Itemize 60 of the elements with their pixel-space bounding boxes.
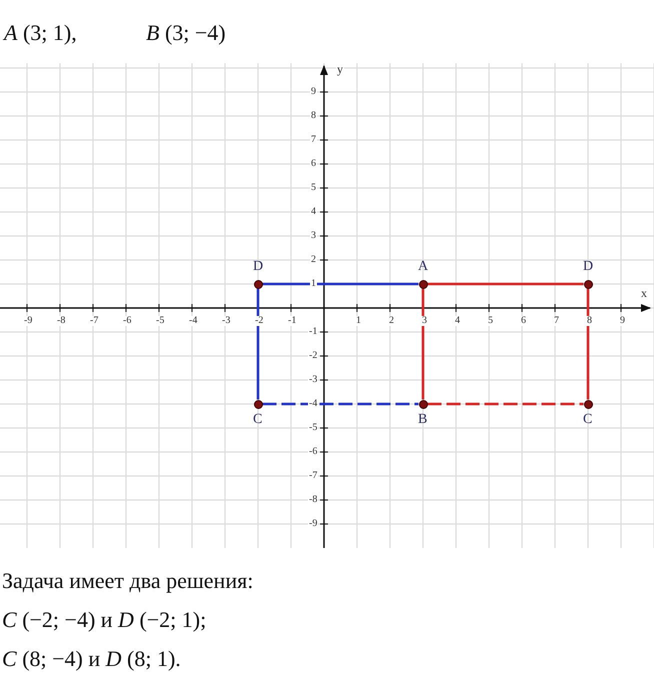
rectangle-side	[586, 288, 590, 400]
point-label: C	[253, 413, 262, 427]
coordinates-text: B (3; −4)	[146, 20, 226, 46]
point-label: C	[583, 413, 592, 427]
tick-label: -6	[122, 316, 132, 326]
point-marker	[584, 280, 592, 288]
tick-label: -2	[308, 351, 318, 361]
tick-label: -4	[188, 316, 198, 326]
rectangle-side	[428, 402, 584, 406]
tick-label: -9	[23, 316, 34, 326]
point-label: D	[253, 260, 264, 274]
tick-label: -2	[254, 316, 264, 326]
tick-label: -5	[155, 316, 166, 326]
rectangle-side	[262, 402, 418, 406]
tick-label: 8	[310, 111, 317, 121]
tick-label: 4	[310, 207, 317, 217]
tick-label: 8	[586, 316, 593, 326]
tick-label: 5	[487, 316, 494, 326]
solution-text: C (−2; −4) и D (−2; 1);	[2, 607, 206, 633]
tick-label: 6	[310, 159, 317, 169]
tick-label: 9	[619, 316, 626, 326]
tick-label: 9	[310, 87, 317, 97]
tick-label: -7	[89, 316, 100, 326]
rectangle-side	[422, 288, 424, 400]
coordinates-text: A (3; 1),	[4, 20, 77, 46]
tick-label: -8	[56, 316, 66, 326]
tick-label: 5	[310, 183, 317, 193]
rectangle-side	[256, 288, 260, 400]
point-marker	[584, 400, 592, 408]
point-label: D	[583, 260, 594, 274]
solution-text: C (8; −4) и D (8; 1).	[2, 646, 181, 672]
tick-label: -1	[308, 327, 318, 337]
tick-label: 2	[388, 316, 395, 326]
tick-label: 7	[310, 135, 317, 145]
point-marker	[254, 400, 262, 408]
rectangle-side	[262, 282, 418, 286]
tick-label: 1	[310, 279, 317, 289]
tick-label: 6	[520, 316, 527, 326]
tick-label: -8	[308, 495, 318, 505]
tick-label: 3	[310, 231, 317, 241]
tick-label: -6	[308, 447, 318, 457]
point-label: A	[418, 260, 428, 274]
point-marker	[418, 400, 428, 408]
tick-label: 2	[310, 255, 317, 265]
tick-label: -7	[308, 471, 318, 481]
tick-label: -3	[221, 316, 232, 326]
tick-label: 4	[454, 316, 461, 326]
tick-label: 3	[421, 316, 428, 326]
tick-label: -5	[308, 423, 318, 433]
tick-label: -1	[287, 316, 298, 326]
tick-label: -9	[308, 519, 318, 529]
point-label: B	[418, 413, 428, 427]
point-marker	[418, 280, 428, 288]
tick-label: 7	[553, 316, 560, 326]
tick-label: 1	[355, 316, 362, 326]
tick-label: -3	[308, 375, 318, 385]
tick-label: -4	[308, 399, 318, 409]
rectangle-side	[428, 282, 584, 286]
solution-text: Задача имеет два решения:	[2, 568, 254, 594]
point-marker	[254, 280, 262, 288]
